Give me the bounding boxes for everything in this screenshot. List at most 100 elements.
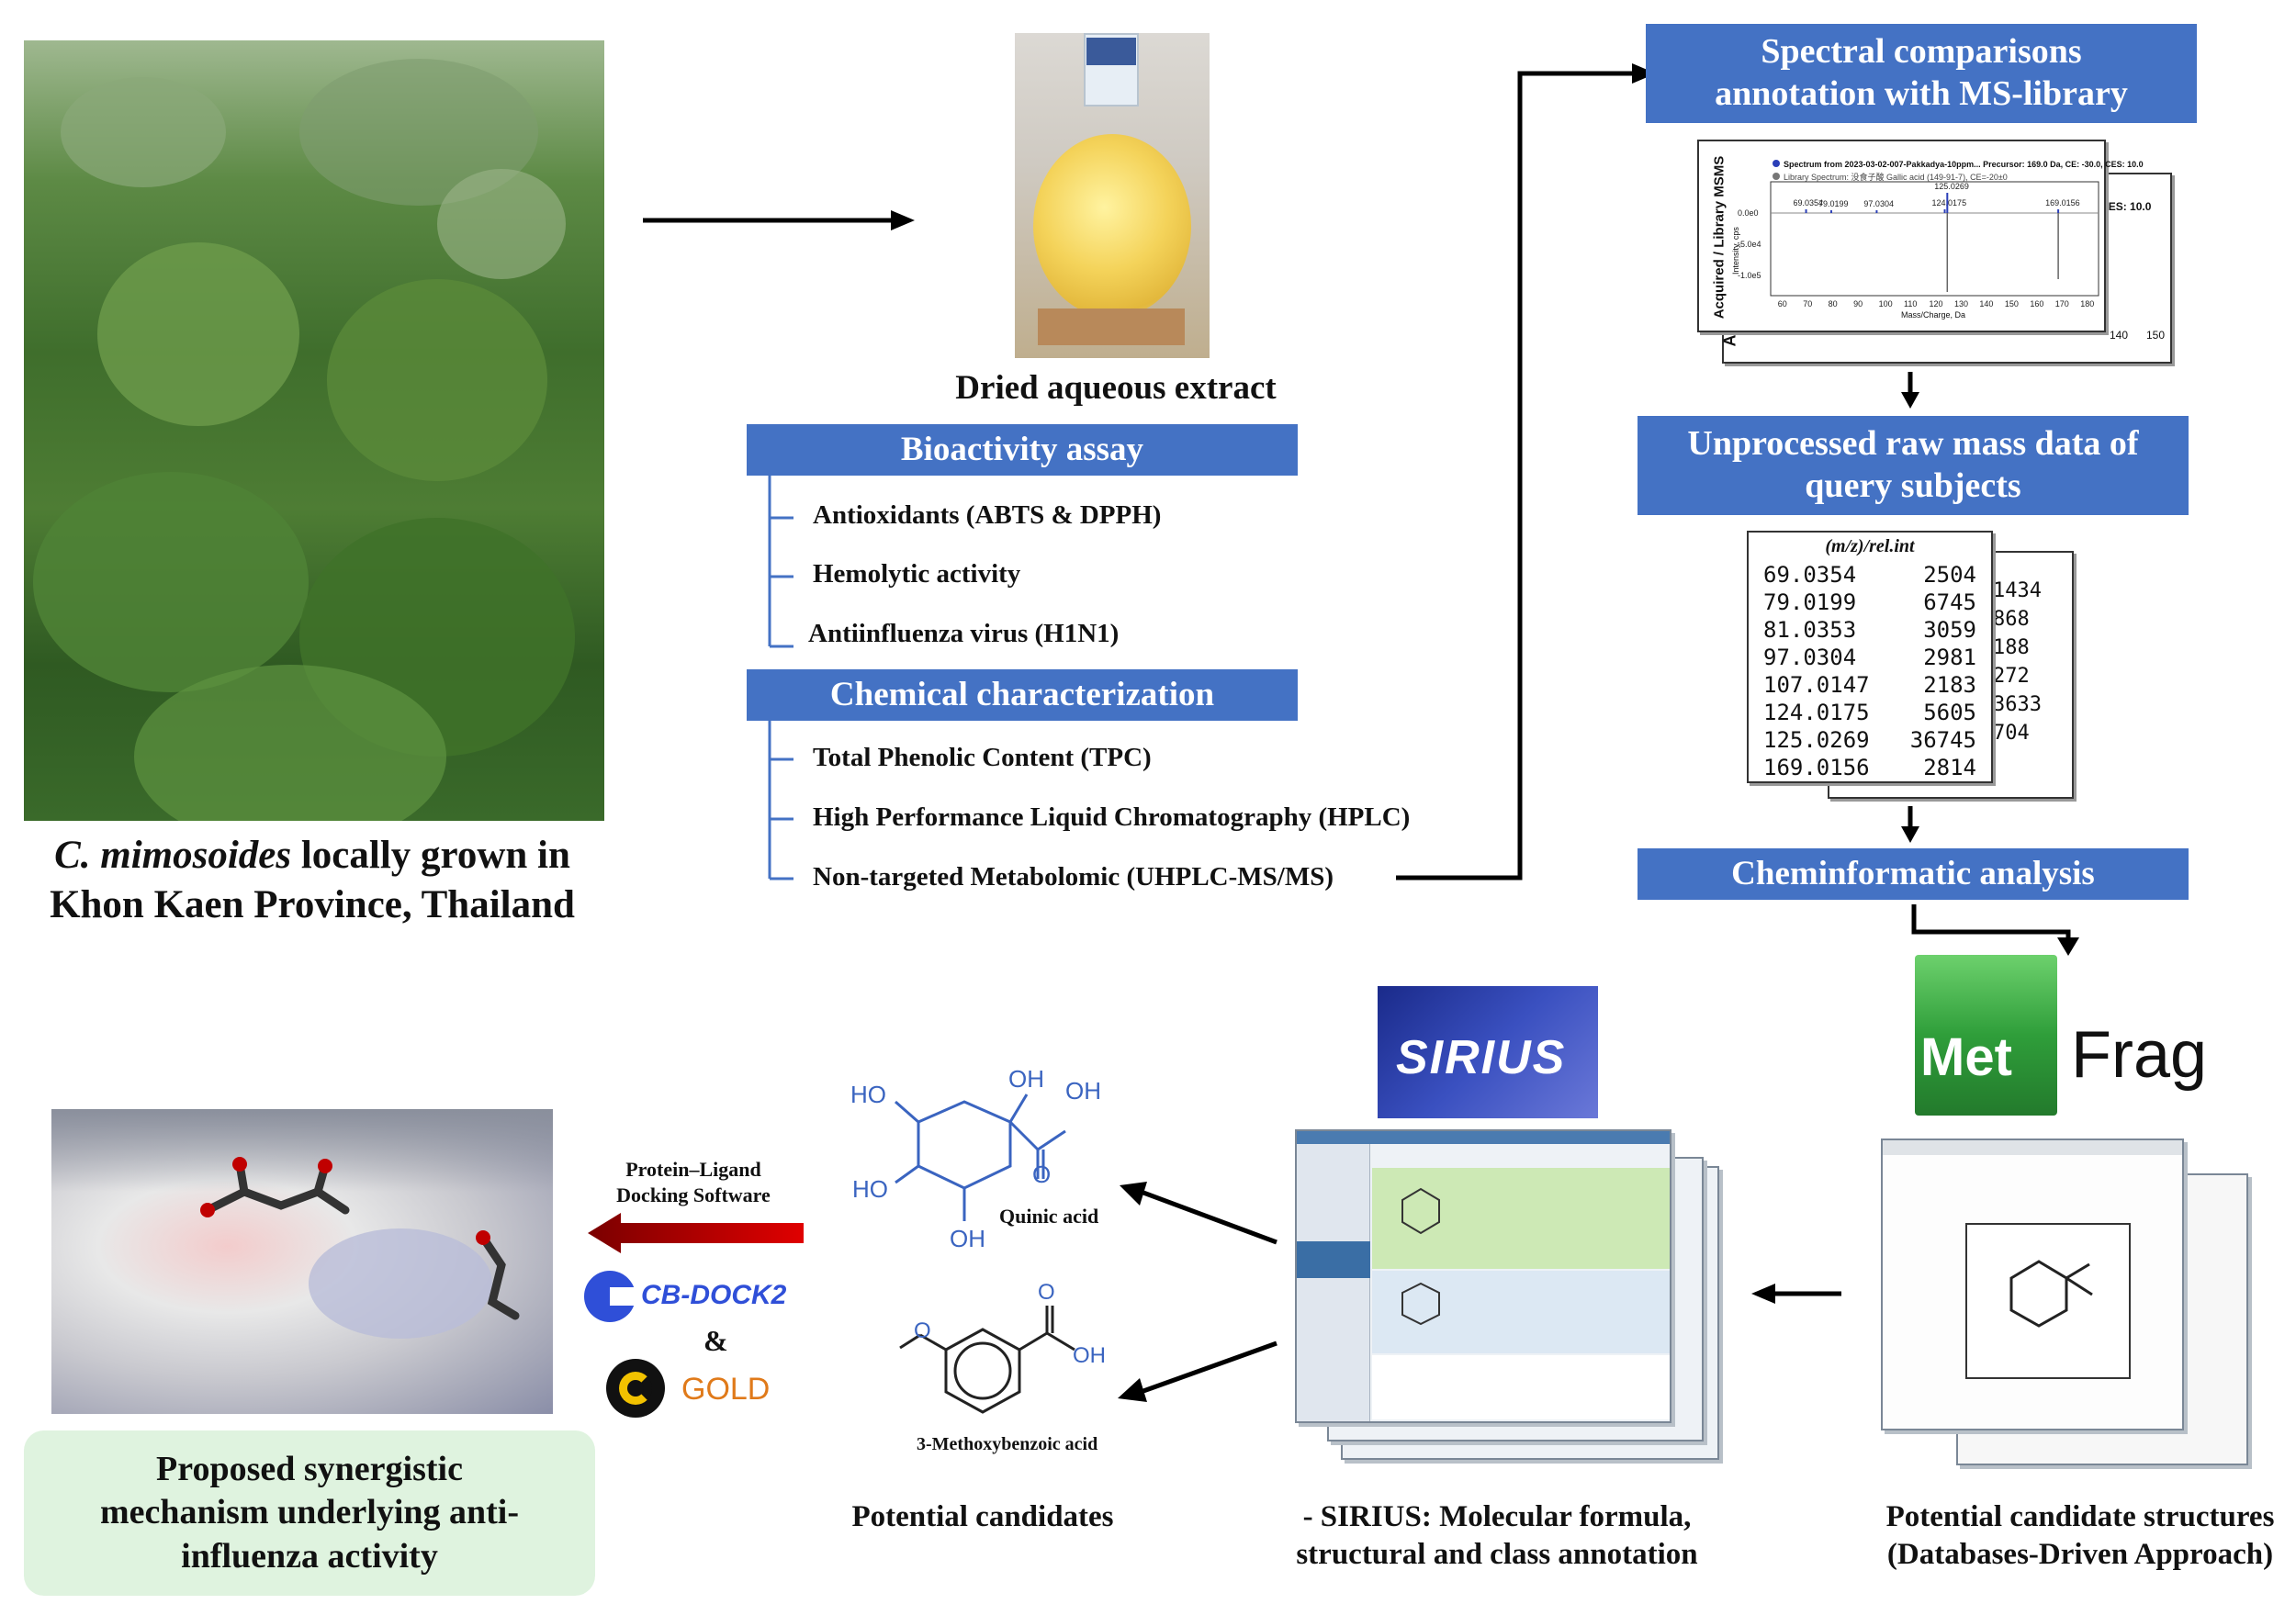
arrow-plant-to-extract (643, 210, 915, 230)
mass-intensity: 36745 (1909, 727, 1976, 753)
x-tick: 140 (1979, 299, 1993, 308)
mass-intensity: 3059 (1923, 617, 1976, 643)
ligand-molecule (200, 1157, 350, 1217)
extract-caption: Dried aqueous extract (955, 369, 1277, 407)
y-tick: -5.0e4 (1738, 240, 1761, 249)
mass-mz: 124.0175 (1763, 700, 1870, 725)
ligand-molecule-2 (476, 1230, 520, 1320)
quinic-acid-label: Quinic acid (999, 1205, 1099, 1228)
mass-row: 79.0199 6745 (1763, 589, 1976, 616)
arrow-uhplc-to-spectral (1396, 63, 1656, 881)
docking-title: Protein–Ligand Docking Software (616, 1158, 771, 1206)
plant-caption: C. mimosoides locally grown in Khon Kaen… (50, 834, 575, 926)
raw-title: Unprocessed raw mass data of query subje… (1638, 416, 2189, 515)
metfrag-caption: Potential candidate structures (Database… (1885, 1500, 2275, 1572)
sirius-caption: - SIRIUS: Molecular formula, structural … (1296, 1500, 1698, 1572)
metfrag-screenshot (1881, 1139, 2184, 1430)
sirius-screenshot (1295, 1129, 1671, 1423)
raw-header: (m/z)/rel.int (1825, 536, 1915, 556)
mass-intensity-back: 188 (1993, 636, 2030, 659)
methoxybenzoic-acid-label: 3-Methoxybenzoic acid (917, 1434, 1098, 1454)
mass-mz: 125.0269 (1763, 727, 1870, 753)
arrow-raw-to-chemin (1901, 806, 1919, 843)
peak-label: 79.0199 (1818, 199, 1849, 208)
mass-intensity-back: 1434 (1993, 579, 2042, 602)
spectrum-card-front: Acquired / Library MSMS Intensity, cps S… (1697, 140, 2144, 332)
mass-intensity: 2814 (1923, 755, 1976, 780)
sirius-logo: SIRIUS (1378, 986, 1598, 1118)
arrow-sirius-to-quinic (1120, 1182, 1277, 1245)
chemin-title: Cheminformatic analysis (1638, 848, 2189, 900)
cbdock2-logo: CB-DOCK2 (584, 1271, 805, 1322)
quinic-acid-structure (895, 1094, 1066, 1221)
chemical-item-hplc: High Performance Liquid Chromatography (… (813, 802, 1411, 832)
mass-mz: 79.0199 (1763, 589, 1857, 615)
docking-ampersand: & (703, 1324, 728, 1357)
mass-row: 69.0354 2504 (1763, 561, 1976, 589)
plant-photo (24, 40, 604, 821)
chemical-title: Chemical characterization (747, 669, 1298, 721)
chemical-item-uhplc: Non-targeted Metabolomic (UHPLC-MS/MS) (813, 862, 1334, 892)
chemical-tree (768, 721, 793, 881)
mass-row: 169.0156 2814 (1763, 754, 1976, 781)
x-tick: 70 (1803, 299, 1812, 308)
peak-label: 125.0269 (1934, 182, 1969, 191)
mass-intensity-back: 3633 (1993, 693, 2042, 716)
mass-mz: 81.0353 (1763, 617, 1857, 643)
bioactivity-item-antioxidants: Antioxidants (ABTS & DPPH) (813, 500, 1162, 530)
x-tick: 110 (1904, 299, 1917, 308)
docking-surface-image (51, 1109, 553, 1414)
x-tick: 90 (1853, 299, 1863, 308)
methoxybenzoic-acid-structure (899, 1306, 1075, 1414)
y-tick: 0.0e0 (1738, 208, 1759, 218)
mass-row: 97.0304 2981 (1763, 644, 1976, 671)
x-tick: 120 (1930, 299, 1943, 308)
x-tick: 130 (1954, 299, 1968, 308)
spectrum-legend-2: Library Spectrum: 没食子酸 Gallic acid (149-… (1773, 171, 2008, 183)
x-tick: 170 (2055, 299, 2069, 308)
metfrag-molecule-preview (2009, 1260, 2093, 1328)
bioactivity-tree (768, 476, 793, 648)
mass-intensity: 6745 (1923, 589, 1976, 615)
spectrum-frame (1770, 181, 2099, 297)
bioactivity-title: Bioactivity assay (747, 424, 1298, 476)
mass-mz: 169.0156 (1763, 755, 1870, 780)
arrow-spectral-to-raw (1901, 372, 1919, 409)
mass-row: 125.0269 36745 (1763, 726, 1976, 754)
peak-label: 69.0354 (1794, 198, 1824, 208)
x-tick: 160 (2030, 299, 2043, 308)
mass-intensity: 2981 (1923, 645, 1976, 670)
arrow-chemin-to-metfrag (1911, 904, 2079, 956)
red-arrow-docking (588, 1213, 804, 1253)
chemical-item-tpc: Total Phenolic Content (TPC) (813, 743, 1152, 772)
x-tick: 180 (2080, 299, 2094, 308)
species-name: C. mimosoides (54, 834, 292, 877)
mass-intensity-back: 868 (1993, 608, 2030, 631)
mass-mz: 97.0304 (1763, 645, 1857, 670)
metfrag-logo: Met Frag (1915, 955, 2245, 1116)
x-tick: 60 (1778, 299, 1787, 308)
mass-row: 81.0353 3059 (1763, 616, 1976, 644)
peak-label: 169.0156 (2045, 198, 2080, 208)
x-tick: 100 (1879, 299, 1893, 308)
flask-photo (1015, 33, 1210, 358)
mass-intensity-back: 704 (1993, 722, 2030, 745)
mass-intensity: 2504 (1923, 562, 1976, 588)
x-tick: 150 (2005, 299, 2019, 308)
final-mechanism-box: Proposed synergistic mechanism underlyin… (24, 1430, 595, 1596)
mass-mz: 69.0354 (1763, 562, 1857, 588)
bioactivity-item-antiinfluenza: Antiinfluenza virus (H1N1) (808, 619, 1120, 648)
mass-mz: 107.0147 (1763, 672, 1870, 698)
spectral-title: Spectral comparisons annotation with MS-… (1646, 24, 2197, 123)
mass-intensity-back: 272 (1993, 665, 2030, 688)
peak-label: 124.0175 (1932, 198, 1967, 208)
arrow-metfrag-to-sirius (1751, 1284, 1841, 1304)
peak-label: 97.0304 (1863, 199, 1894, 208)
spectrum-legend-1: Spectrum from 2023-03-02-007-Pakkadya-10… (1773, 160, 2144, 169)
candidates-caption: Potential candidates (851, 1500, 1114, 1533)
x-tick: 80 (1829, 299, 1838, 308)
y-tick: -1.0e5 (1738, 271, 1761, 280)
